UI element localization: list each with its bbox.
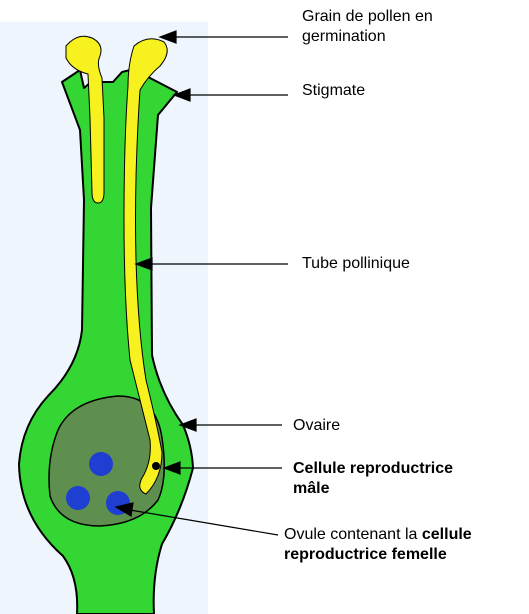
arrow-head-stigmate xyxy=(172,88,191,102)
arrow-head-tube xyxy=(134,257,153,271)
label-ovule-prefix: Ovule contenant la xyxy=(284,526,422,543)
label-pollen-tube: Tube pollinique xyxy=(302,255,410,272)
label-ovule-line2: reproductrice femelle xyxy=(284,546,447,563)
arrow-head-ovule xyxy=(114,502,134,517)
label-pollen-line1: Grain de pollen en xyxy=(302,8,433,25)
arrow-head-ovaire xyxy=(178,418,197,432)
label-male-line2: mâle xyxy=(293,480,330,497)
arrow-head-pollen xyxy=(158,30,177,44)
label-male-cell: Cellule reproductrice mâle xyxy=(293,459,453,499)
female-nucleus xyxy=(89,452,113,476)
pollen-grain-left xyxy=(65,35,105,204)
label-ovule: Ovule contenant la cellule reproductrice… xyxy=(284,525,472,565)
label-ovule-bold1: cellule xyxy=(421,526,472,543)
pollen-tube xyxy=(123,38,168,495)
arrow-head-male xyxy=(162,461,181,475)
male-cell xyxy=(152,462,160,470)
label-pollen-grain: Grain de pollen en germination xyxy=(302,7,433,47)
label-stigmate: Stigmate xyxy=(302,82,366,99)
pointer-line-ovule xyxy=(129,509,279,536)
female-nucleus xyxy=(66,486,90,510)
label-pollen-line2: germination xyxy=(302,28,386,45)
label-male-line1: Cellule reproductrice xyxy=(293,460,454,477)
label-ovaire: Ovaire xyxy=(293,417,341,434)
